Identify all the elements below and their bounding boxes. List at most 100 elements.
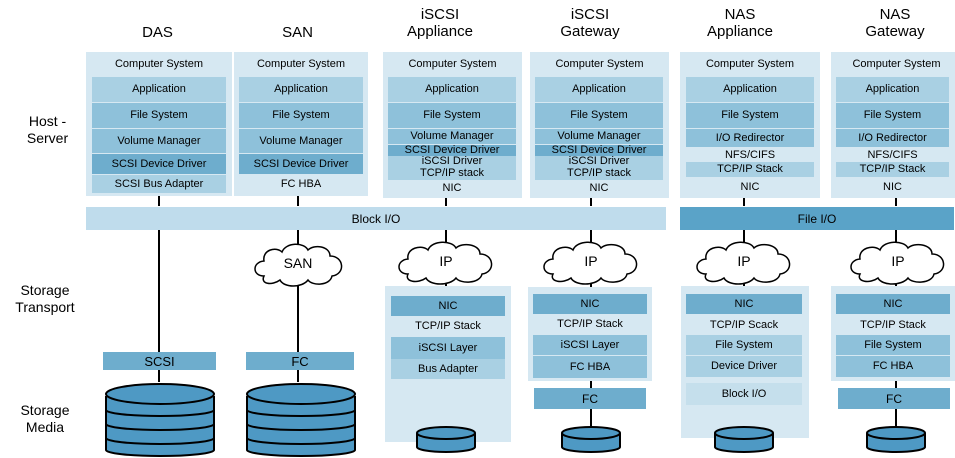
layer-nic: NIC	[686, 294, 802, 314]
svg-text:SAN: SAN	[284, 255, 313, 271]
layer-nfs-cifs: NFS/CIFS	[724, 148, 776, 161]
layer-scsi-device-driver: SCSI Device Driver	[92, 154, 226, 174]
layer-bus-adapter: Bus Adapter	[391, 359, 505, 379]
layer-volume-manager: Volume Manager	[92, 129, 226, 153]
layer-file-system: File System	[92, 103, 226, 128]
disk-icon	[246, 383, 356, 457]
svg-text:IP: IP	[737, 253, 750, 269]
layer-computer-system: Computer System	[256, 57, 346, 70]
layer-computer-system: Computer System	[852, 57, 941, 70]
disk-icon	[866, 426, 926, 453]
layer-tcpip-stack: TCP/IP stack	[388, 167, 516, 180]
gateway-fc-link: FC	[838, 388, 950, 409]
layer-tcpip-stack: TCP/IP Stack	[557, 317, 623, 330]
layer-file-system: File System	[836, 103, 949, 128]
layer-volume-manager: Volume Manager	[535, 129, 663, 144]
svg-text:IP: IP	[891, 253, 904, 269]
layer-tcpip-stack: TCP/IP Stack	[836, 162, 949, 177]
connector-line	[895, 409, 897, 427]
connector-line	[297, 370, 299, 382]
layer-file-system: File System	[686, 103, 814, 128]
connector-line	[158, 370, 160, 382]
layer-file-system: File System	[388, 103, 516, 128]
layer-scsi-device-driver: SCSI Device Driver	[535, 145, 663, 156]
layer-computer-system: Computer System	[705, 57, 795, 70]
cloud-iscsi-gateway: IP	[543, 241, 638, 285]
layer-iscsi-driver: iSCSI Driver	[388, 156, 516, 167]
layer-file-system: File System	[239, 103, 363, 128]
connector-line	[158, 230, 160, 352]
connector-line	[895, 230, 897, 248]
layer-scsi-device-driver: SCSI Device Driver	[239, 154, 363, 174]
layer-file-system: File System	[836, 335, 950, 355]
connector-line	[590, 196, 592, 206]
connector-line	[590, 380, 592, 388]
layer-volume-manager: Volume Manager	[388, 129, 516, 144]
layer-nic: NIC	[391, 296, 505, 316]
layer-block-io: Block I/O	[686, 383, 802, 405]
layer-scsi-device-driver: SCSI Device Driver	[388, 145, 516, 156]
layer-application: Application	[239, 77, 363, 102]
connector-line	[297, 282, 299, 352]
connector-line	[590, 230, 592, 248]
layer-computer-system: Computer System	[555, 57, 644, 70]
gateway-fc-link: FC	[534, 388, 646, 409]
layer-tcpip-stack: TCP/IP Stack	[860, 318, 926, 331]
layer-computer-system: Computer System	[408, 57, 497, 70]
disk-icon	[561, 426, 621, 453]
layer-application: Application	[836, 77, 949, 102]
connector-line	[297, 196, 299, 206]
layer-tcpip-stack: TCP/IP stack	[535, 167, 663, 180]
connector-line	[445, 196, 447, 206]
layer-application: Application	[686, 77, 814, 102]
layer-nic: NIC	[740, 180, 760, 193]
layer-computer-system: Computer System	[114, 57, 204, 70]
layer-iscsi-driver: iSCSI Driver	[535, 156, 663, 167]
layer-volume-manager: Volume Manager	[239, 129, 363, 153]
layer-io-redirector: I/O Redirector	[836, 129, 949, 147]
layer-application: Application	[92, 77, 226, 102]
cloud-san: SAN	[254, 243, 343, 287]
layer-tcpip-stack: TCP/IP Scack	[709, 318, 779, 331]
transport-scsi: SCSI	[103, 352, 216, 370]
connector-line	[590, 409, 592, 427]
disk-icon	[714, 426, 774, 453]
layer-scsi-bus-adapter: SCSI Bus Adapter	[92, 175, 226, 193]
layer-fc-hba: FC HBA	[280, 177, 322, 190]
cloud-icon	[850, 241, 945, 285]
layer-nic: NIC	[442, 182, 462, 194]
layer-tcpip-stack: TCP/IP Stack	[686, 162, 814, 177]
layer-fc-hba: FC HBA	[533, 356, 647, 378]
layer-nic: NIC	[836, 294, 950, 314]
row-label-host-server: Host -Server	[26, 113, 69, 146]
layer-nic: NIC	[533, 294, 647, 314]
disk-icon	[105, 383, 215, 457]
cloud-iscsi-appliance: IP	[398, 241, 493, 285]
disk-icon	[416, 426, 476, 453]
file-io-bar: File I/O	[680, 207, 954, 230]
layer-application: Application	[388, 77, 516, 102]
layer-fc-hba: FC HBA	[836, 356, 950, 377]
layer-nic: NIC	[589, 182, 609, 194]
header-san: SAN	[282, 24, 313, 41]
header-das: DAS	[142, 24, 173, 41]
cloud-icon	[543, 241, 638, 285]
layer-file-system: File System	[686, 335, 802, 355]
layer-tcpip-stack: TCP/IP Stack	[415, 319, 481, 332]
connector-line	[743, 230, 745, 248]
cloud-icon	[254, 243, 343, 287]
layer-file-system: File System	[535, 103, 663, 128]
svg-text:IP: IP	[584, 253, 597, 269]
layer-io-redirector: I/O Redirector	[686, 129, 814, 147]
connector-line	[445, 230, 447, 248]
layer-nfs-cifs: NFS/CIFS	[867, 148, 918, 161]
connector-line	[895, 196, 897, 206]
layer-nic: NIC	[883, 180, 902, 193]
cloud-icon	[696, 241, 791, 285]
layer-iscsi-layer: iSCSI Layer	[391, 337, 505, 359]
